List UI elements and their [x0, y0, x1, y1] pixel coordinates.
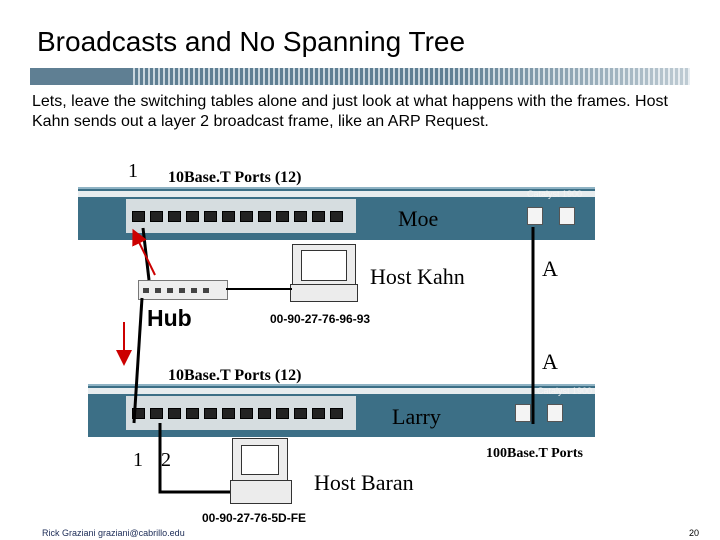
larry-port — [294, 408, 307, 419]
larry-port-number-2: 2 — [161, 449, 171, 471]
host-baran-name: Host Baran — [314, 470, 414, 495]
larry-port — [240, 408, 253, 419]
larry-name: Larry — [392, 404, 441, 429]
host-kahn-mac: 00-90-27-76-96-93 — [270, 312, 371, 326]
larry-port — [204, 408, 217, 419]
moe-port — [258, 211, 271, 222]
larry-port-1 — [132, 408, 145, 419]
moe-model-label: Catalyst 1900 — [527, 189, 583, 199]
larry-port — [276, 408, 289, 419]
moe-ports-label: 10Base.T Ports (12) — [168, 169, 302, 186]
moe-uplink-port-label: A — [542, 256, 558, 281]
moe-name: Moe — [398, 206, 439, 231]
larry-port — [168, 408, 181, 419]
moe-port — [276, 211, 289, 222]
moe-port-panel — [126, 199, 356, 233]
larry-port-panel — [126, 396, 356, 430]
moe-port — [222, 211, 235, 222]
hub-device — [138, 280, 228, 300]
host-kahn-case — [290, 284, 358, 302]
host-kahn-name: Host Kahn — [370, 264, 465, 289]
title-underline-highlight — [450, 68, 690, 85]
host-baran-case — [230, 480, 292, 504]
host-baran-monitor — [232, 438, 288, 482]
footer-author: Rick Graziani graziani@cabrillo.edu — [42, 528, 185, 538]
larry-to-baran-cable — [158, 423, 230, 494]
moe-port — [240, 211, 253, 222]
moe-port — [168, 211, 181, 222]
intro-text: Lets, leave the switching tables alone a… — [32, 93, 668, 130]
larry-uplink-port-a — [515, 404, 531, 422]
larry-port — [222, 408, 235, 419]
moe-port — [312, 211, 325, 222]
moe-port-number: 1 — [128, 160, 138, 182]
slide-title: Broadcasts and No Spanning Tree — [37, 26, 466, 57]
larry-port-2 — [150, 408, 163, 419]
larry-uplink-label: 100Base.T Ports — [486, 446, 583, 461]
larry-uplink-port-label: A — [542, 349, 558, 374]
larry-uplink-port-b — [547, 404, 563, 422]
hub-label: Hub — [147, 305, 192, 331]
moe-uplink-port-b — [559, 207, 575, 225]
larry-ports-label: 10Base.T Ports (12) — [168, 367, 302, 384]
moe-port — [330, 211, 343, 222]
moe-port — [150, 211, 163, 222]
moe-port — [204, 211, 217, 222]
host-baran-mac: 00-90-27-76-5D-FE — [202, 511, 307, 525]
host-kahn-monitor — [292, 244, 356, 286]
larry-port-number-1: 1 — [133, 449, 143, 471]
moe-port — [186, 211, 199, 222]
larry-port — [330, 408, 343, 419]
hub-to-larry-cable — [132, 297, 144, 424]
larry-port — [186, 408, 199, 419]
larry-switch: Catalyst 1900 — [88, 384, 595, 437]
larry-port — [258, 408, 271, 419]
moe-port — [294, 211, 307, 222]
broadcast-arrow-up — [132, 228, 156, 276]
page-number: 20 — [689, 528, 700, 538]
moe-uplink-port-a — [527, 207, 543, 225]
moe-port-1 — [132, 211, 145, 222]
larry-port — [312, 408, 325, 419]
moe-switch: Catalyst 1900 — [78, 187, 595, 240]
larry-model-label: Catalyst 1900 — [537, 386, 593, 396]
